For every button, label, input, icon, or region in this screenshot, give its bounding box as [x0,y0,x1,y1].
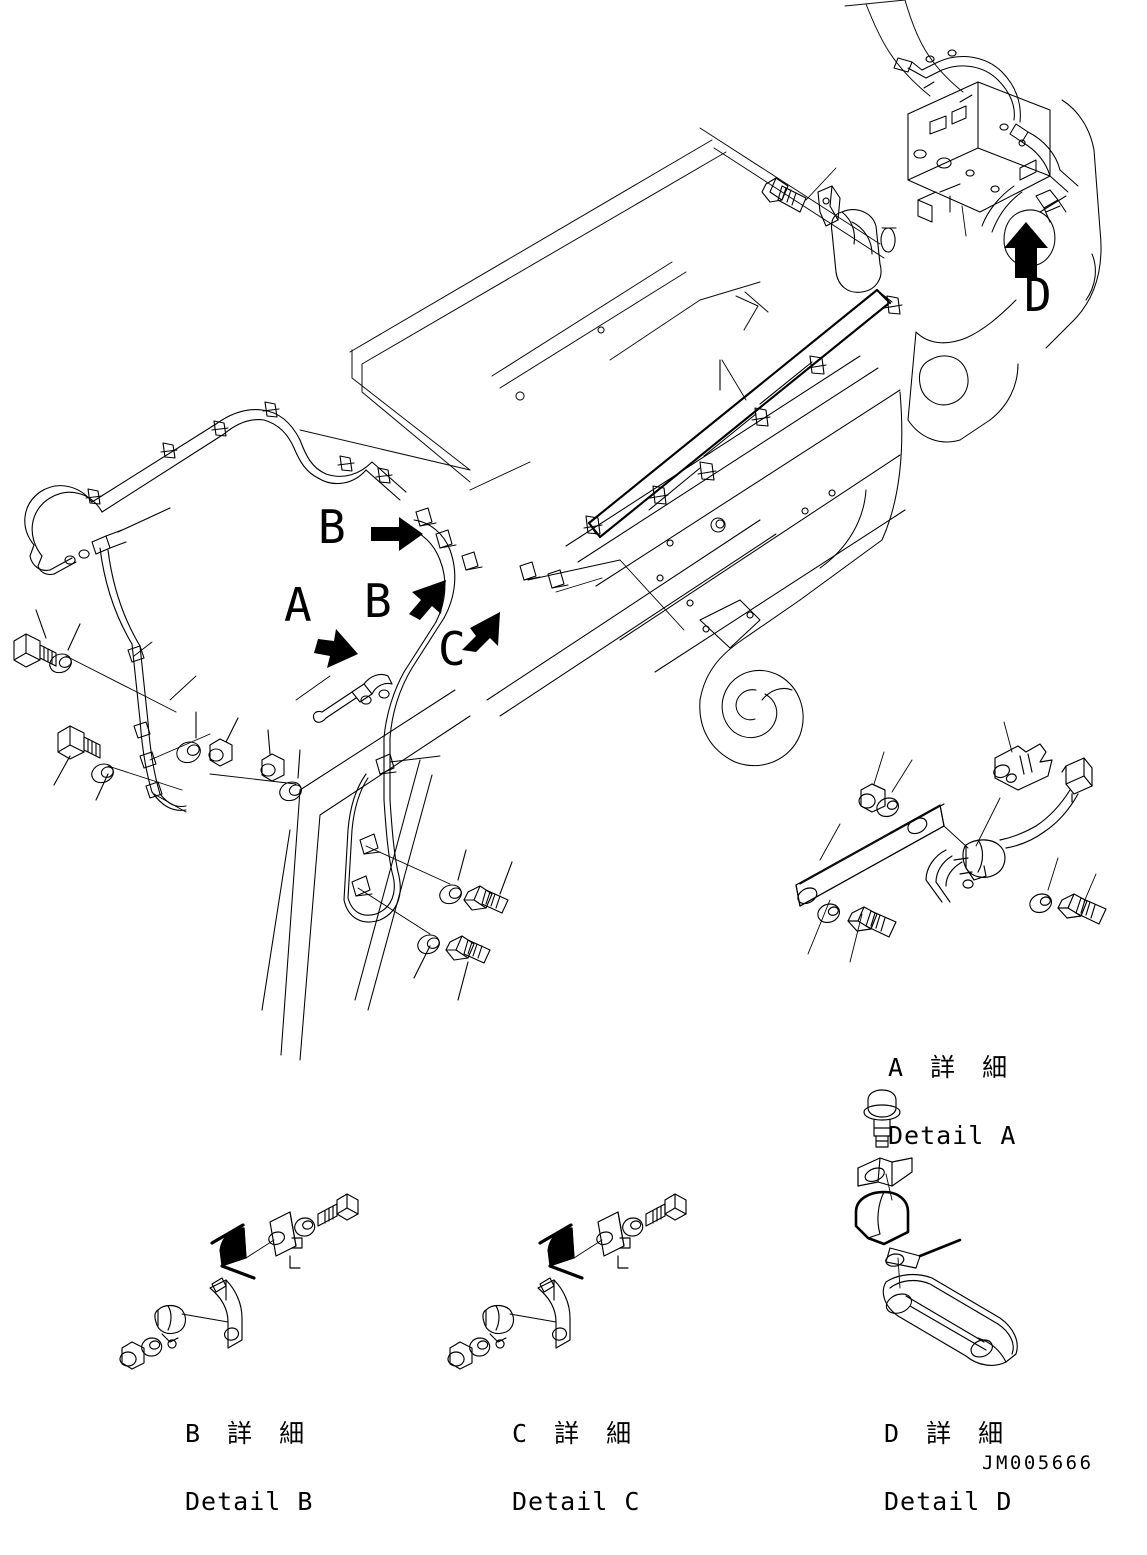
detail-c-hose-clamp [538,1223,584,1280]
detail-b-hex-nut [119,1341,145,1370]
main-assembly-view [13,0,1102,1061]
callout-label-d1: D [1024,268,1052,322]
detail-c-support-arm [537,1277,571,1349]
detail-a-hex-nut-top [858,783,886,813]
parts-diagram-sheet: B B A C D A 詳 細 Detail A B 詳 細 Detail B … [13,0,1107,1516]
detail-a-caption-en: Detail A [888,1121,1017,1150]
callout-label-b1: B [318,500,346,554]
hex-nut-lower-left [260,729,285,782]
callout-arrow-b1 [371,517,423,551]
detail-a-lock-washer-top [876,797,899,818]
detail-d-retainer-plate [857,1157,913,1187]
detail-a-leader-lines [807,721,1097,963]
detail-d-flange-bolt [863,1089,901,1148]
detail-a-hose [999,789,1079,849]
detail-a-caption: A 詳 細 Detail A [888,1014,1016,1189]
detail-c-clamp-bracket [596,1211,631,1269]
detail-d-caption-jp: D 詳 細 [884,1419,1010,1448]
detail-b-hex-bolt [317,1193,359,1227]
hex-nut-right-mid [208,717,239,767]
detail-c-leader-lines [509,1239,603,1323]
detail-a-caption-jp: A 詳 細 [888,1053,1014,1082]
boom-phantom-outline [299,0,964,483]
detail-a-lock-washer-right [1029,893,1052,914]
boom-roller-top [830,209,882,293]
detail-b-caption-jp: B 詳 細 [185,1419,311,1448]
detail-c-caption: C 詳 細 Detail C [512,1380,640,1555]
detail-c-hose-grommet [482,1304,515,1349]
detail-b-caption: B 詳 細 Detail B [185,1380,313,1555]
detail-a-view [795,721,1107,963]
detail-a-hex-bolt-right [1057,893,1107,925]
callout-label-c1: C [438,622,466,676]
detail-b-support-arm [209,1277,243,1349]
boom-body-outline [261,355,906,1061]
detail-c-flat-washer [622,1217,644,1237]
machine-frame-right [907,99,1102,443]
hose-pin-lower-left [312,673,393,723]
detail-b-flat-washer [294,1217,316,1237]
hose-clamp-small-center [415,507,569,589]
flat-washer-lower-left [279,749,302,802]
callout-label-b2: B [364,574,392,628]
callout-arrow-c1 [462,612,500,652]
callout-arrow-b2 [409,580,446,620]
detail-b-hose-clamp [210,1223,256,1280]
leader-lines-main [65,167,967,935]
hex-bolt-lower-c2 [445,935,491,1001]
hex-bolt-upper-left [13,609,57,668]
detail-c-view [447,1193,687,1370]
detail-d-view [854,1089,1018,1366]
detail-c-caption-jp: C 詳 細 [512,1419,638,1448]
detail-a-hose-grommet [925,839,1006,903]
detail-b-clamp-bracket [268,1211,303,1269]
hose-routing-upper [24,401,407,576]
detail-b-view [119,1193,359,1370]
detail-d-mounting-arm [882,1273,1018,1366]
detail-c-hex-bolt [645,1193,687,1227]
flat-washer-lower-c1 [439,849,467,905]
detail-d-leader-lines [885,1173,901,1289]
callout-arrows [314,222,1048,668]
callout-arrow-d1 [1004,222,1048,278]
callout-label-a1: A [284,578,312,632]
boom-bolt-bracket-top [761,177,897,255]
detail-b-flat-washer-2 [141,1337,163,1357]
boom-foot-pivot [656,391,903,766]
valve-block-assembly [893,49,1079,233]
detail-a-mounting-plate [795,803,945,907]
detail-b-hose-grommet [154,1304,187,1349]
detail-a-clamp-bracket [993,743,1053,791]
hose-routing-center [343,519,456,923]
hex-bolt-mid-left [53,725,101,786]
detail-d-hose-clamp [854,1190,962,1269]
detail-c-caption-en: Detail C [512,1487,641,1516]
detail-a-lock-washer-bottom [817,903,840,924]
detail-a-hose-end-fitting [1061,757,1093,803]
flat-washer-right-mid [176,711,201,764]
hex-bolt-lower-c1 [463,861,513,914]
drawing-number: JM005666 [982,1452,1094,1474]
callout-arrow-a1 [314,629,358,668]
detail-c-hex-nut [447,1341,473,1370]
detail-b-caption-en: Detail B [185,1487,314,1516]
detail-c-flat-washer-2 [469,1337,491,1357]
detail-d-caption-en: Detail D [884,1487,1013,1516]
hose-clamp-strip-mounts [583,289,903,538]
detail-b-leader-lines [181,1239,275,1323]
flat-washer-lower-c2 [413,934,440,979]
